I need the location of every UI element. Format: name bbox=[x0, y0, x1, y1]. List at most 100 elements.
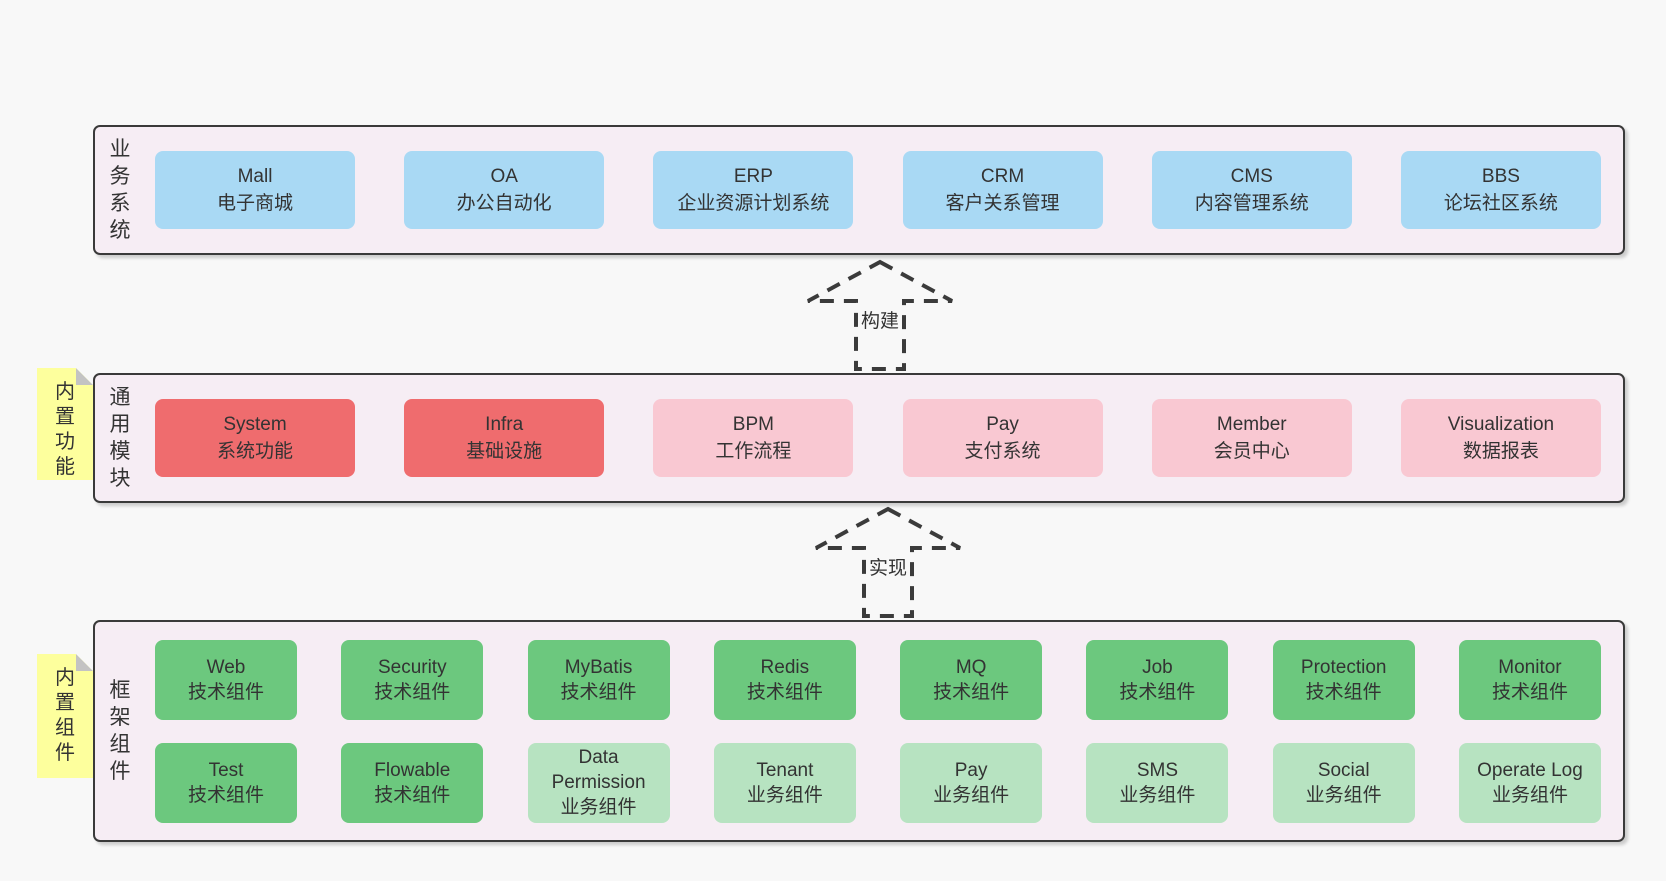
box-title: ERP bbox=[733, 166, 773, 187]
box-subtitle: 支付系统 bbox=[964, 441, 1041, 462]
box-title: Visualization bbox=[1447, 414, 1555, 435]
box-title: Job bbox=[1142, 656, 1173, 678]
box-title: Social bbox=[1317, 759, 1370, 781]
box-subtitle: 业务组件 bbox=[1119, 784, 1196, 806]
box-subtitle: 技术组件 bbox=[746, 681, 823, 703]
layer-label-business: 业务系统 bbox=[109, 138, 131, 242]
box-subtitle: 技术组件 bbox=[187, 681, 264, 703]
box-data-permission: Data Permission 业务组件 bbox=[527, 742, 670, 823]
folded-corner-icon bbox=[76, 368, 93, 385]
box-title: BPM bbox=[732, 414, 774, 435]
box-subtitle: 内容管理系统 bbox=[1194, 193, 1309, 214]
note-label: 内置功能 bbox=[55, 381, 75, 478]
box-flowable: Flowable 技术组件 bbox=[341, 742, 484, 823]
box-visualization: Visualization 数据报表 bbox=[1400, 399, 1601, 477]
box-subtitle: 电子商城 bbox=[216, 193, 293, 214]
box-subtitle: 会员中心 bbox=[1213, 441, 1290, 462]
build-arrow-label: 构建 bbox=[857, 304, 903, 335]
box-subtitle: 系统功能 bbox=[216, 441, 293, 462]
box-redis: Redis 技术组件 bbox=[713, 639, 856, 720]
box-mybatis: MyBatis 技术组件 bbox=[527, 639, 670, 720]
build-arrow: 构建 bbox=[805, 259, 955, 372]
box-title: Monitor bbox=[1498, 656, 1562, 678]
up-arrow-icon bbox=[807, 259, 953, 371]
layer-business-systems: 业务系统 Mall 电子商城 OA 办公自动化 ERP 企业资源计划系统 CRM… bbox=[93, 125, 1625, 255]
box-cms: CMS 内容管理系统 bbox=[1151, 151, 1352, 229]
box-subtitle: 技术组件 bbox=[1119, 681, 1196, 703]
box-subtitle: 技术组件 bbox=[560, 681, 637, 703]
box-subtitle: 技术组件 bbox=[187, 784, 264, 806]
box-protection: Protection 技术组件 bbox=[1272, 639, 1415, 720]
note-label: 内置组件 bbox=[55, 667, 75, 764]
box-subtitle: 技术组件 bbox=[1491, 681, 1568, 703]
box-subtitle: 业务组件 bbox=[1305, 784, 1382, 806]
box-pay-component: Pay 业务组件 bbox=[900, 742, 1043, 823]
box-subtitle: 办公自动化 bbox=[456, 193, 552, 214]
box-security: Security 技术组件 bbox=[341, 639, 484, 720]
box-title: Infra bbox=[485, 414, 524, 435]
layer-label-modules: 通用模块 bbox=[109, 386, 131, 490]
box-subtitle: 客户关系管理 bbox=[945, 193, 1060, 214]
box-title: Mall bbox=[237, 166, 273, 187]
box-subtitle: 业务组件 bbox=[933, 784, 1010, 806]
box-title: Member bbox=[1216, 414, 1287, 435]
implement-arrow: 实现 bbox=[813, 506, 963, 619]
box-bbs: BBS 论坛社区系统 bbox=[1400, 151, 1601, 229]
box-title: Pay bbox=[986, 414, 1019, 435]
box-title: Security bbox=[377, 656, 447, 678]
box-subtitle: 业务组件 bbox=[746, 784, 823, 806]
box-web: Web 技术组件 bbox=[155, 639, 297, 720]
box-title: Flowable bbox=[374, 759, 451, 781]
business-box-row: Mall 电子商城 OA 办公自动化 ERP 企业资源计划系统 CRM 客户关系… bbox=[155, 151, 1601, 229]
box-test: Test 技术组件 bbox=[155, 742, 297, 823]
box-system: System 系统功能 bbox=[155, 399, 355, 477]
box-title: System bbox=[223, 414, 287, 435]
box-bpm: BPM 工作流程 bbox=[653, 399, 854, 477]
box-subtitle: 技术组件 bbox=[374, 784, 451, 806]
box-title: SMS bbox=[1136, 759, 1178, 781]
box-subtitle: 基础设施 bbox=[466, 441, 543, 462]
box-title: MyBatis bbox=[564, 656, 633, 678]
box-subtitle: 技术组件 bbox=[933, 681, 1010, 703]
box-subtitle: 企业资源计划系统 bbox=[677, 193, 830, 214]
box-subtitle: 技术组件 bbox=[374, 681, 451, 703]
box-member: Member 会员中心 bbox=[1151, 399, 1352, 477]
framework-box-grid: Web 技术组件 Security 技术组件 MyBatis 技术组件 Redi… bbox=[155, 639, 1601, 823]
box-title: Protection bbox=[1300, 656, 1387, 678]
box-title: BBS bbox=[1481, 166, 1520, 187]
box-subtitle: 工作流程 bbox=[715, 441, 792, 462]
sticky-note-built-in-components: 内置组件 bbox=[37, 654, 93, 778]
box-title: Tenant bbox=[756, 759, 814, 781]
box-subtitle: 业务组件 bbox=[1491, 784, 1568, 806]
box-subtitle: 数据报表 bbox=[1462, 441, 1539, 462]
box-subtitle: 业务组件 bbox=[560, 797, 637, 818]
box-mq: MQ 技术组件 bbox=[900, 639, 1043, 720]
box-pay-module: Pay 支付系统 bbox=[902, 399, 1103, 477]
box-title: Data Permission bbox=[551, 747, 646, 793]
box-erp: ERP 企业资源计划系统 bbox=[653, 151, 854, 229]
box-title: Web bbox=[206, 656, 246, 678]
box-operate-log: Operate Log 业务组件 bbox=[1458, 742, 1601, 823]
box-title: Test bbox=[208, 759, 244, 781]
box-sms: SMS 业务组件 bbox=[1086, 742, 1229, 823]
box-crm: CRM 客户关系管理 bbox=[902, 151, 1103, 229]
up-arrow-icon bbox=[815, 506, 961, 618]
box-title: CRM bbox=[980, 166, 1025, 187]
layer-framework-components: 框架组件 Web 技术组件 Security 技术组件 MyBatis 技术组件… bbox=[93, 620, 1625, 842]
box-job: Job 技术组件 bbox=[1086, 639, 1229, 720]
sticky-note-built-in-features: 内置功能 bbox=[37, 368, 93, 480]
box-title: OA bbox=[490, 166, 518, 187]
box-mall: Mall 电子商城 bbox=[155, 151, 355, 229]
box-title: CMS bbox=[1230, 166, 1273, 187]
box-subtitle: 论坛社区系统 bbox=[1443, 193, 1558, 214]
box-title: Redis bbox=[760, 656, 810, 678]
folded-corner-icon bbox=[76, 654, 93, 671]
modules-box-row: System 系统功能 Infra 基础设施 BPM 工作流程 Pay 支付系统… bbox=[155, 399, 1601, 477]
layer-common-modules: 通用模块 System 系统功能 Infra 基础设施 BPM 工作流程 Pay… bbox=[93, 373, 1625, 503]
box-oa: OA 办公自动化 bbox=[404, 151, 605, 229]
layer-label-framework: 框架组件 bbox=[109, 679, 131, 783]
box-title: Operate Log bbox=[1477, 759, 1583, 781]
box-infra: Infra 基础设施 bbox=[404, 399, 605, 477]
box-tenant: Tenant 业务组件 bbox=[713, 742, 856, 823]
